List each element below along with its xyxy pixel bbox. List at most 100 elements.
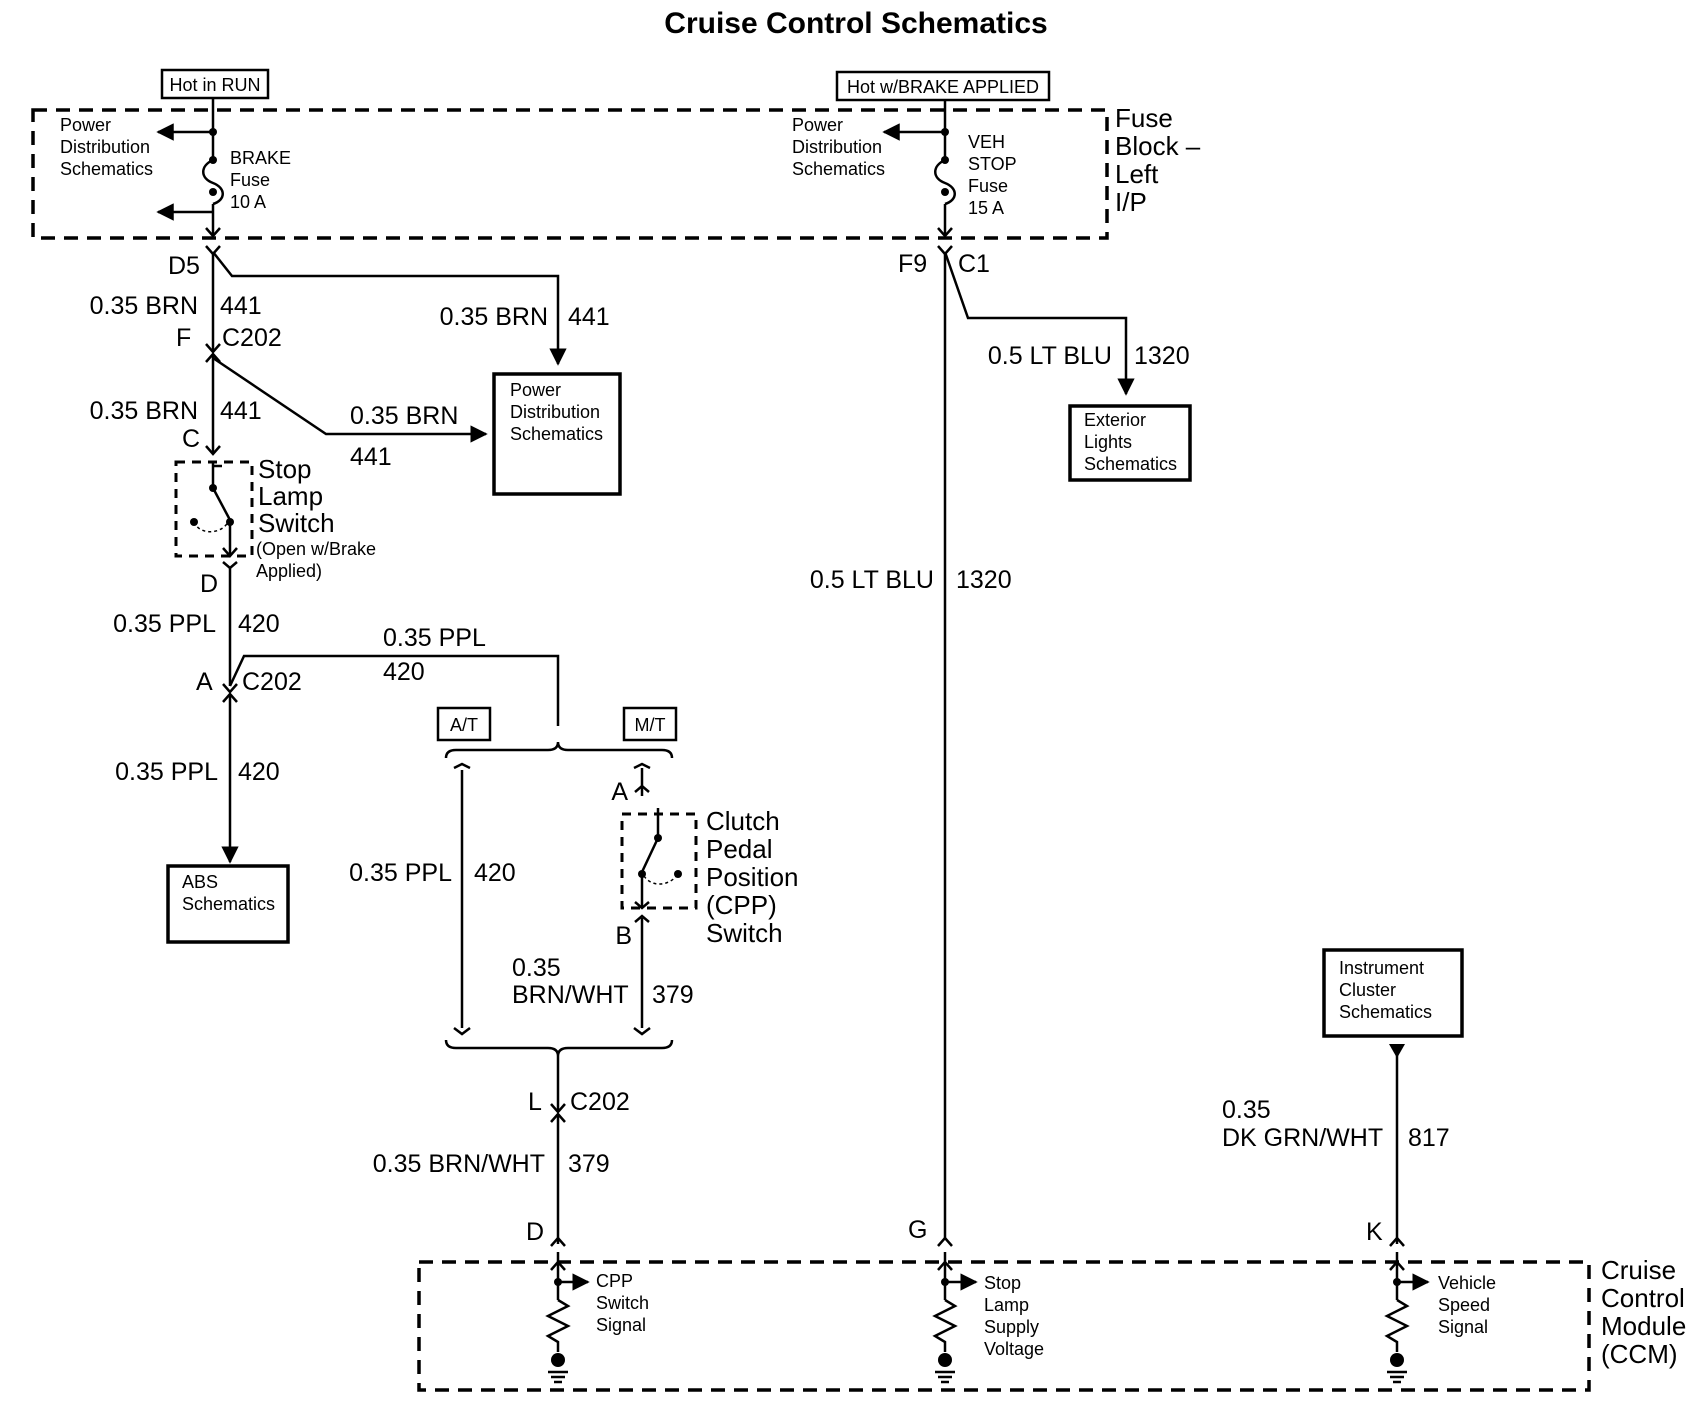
hot-brake-label: Hot w/BRAKE APPLIED [847,77,1039,97]
transmission-options: A/T M/T 0.35 PPL 420 A [349,706,678,1036]
instrument-cluster-3: Schematics [1339,1002,1432,1022]
fuse-block-label-4: I/P [1115,187,1147,217]
wire-w10-circuit: 379 [568,1150,610,1178]
power-distribution-box: Power Distribution Schematics [492,372,622,496]
ccm-stop-2: Lamp [984,1295,1029,1315]
fuse-block-label-3: Left [1115,159,1159,189]
ccm-stop-3: Supply [984,1317,1039,1337]
left-wiring: D5 0.35 BRN 441 0.35 BRN 441 F C202 0.35… [90,245,610,471]
wire-w1-circuit: 441 [220,292,262,320]
pd-right-2: Distribution [792,137,882,157]
stop-lamp-note-1: (Open w/Brake [256,539,376,559]
exterior-lights-box: Exterior Lights Schematics [1068,404,1192,482]
wire-w13-color-2: DK GRN/WHT [1222,1124,1383,1152]
connector-ccm-g: G [908,1216,927,1244]
ccm-cpp-1: CPP [596,1271,633,1291]
connector-ccm-k: K [1366,1218,1383,1246]
veh-stop-fuse-1: VEH [968,132,1005,152]
ccm-cpp-2: Switch [596,1293,649,1313]
ltblu-wiring: F9 C1 0.5 LT BLU 1320 0.5 LT BLU 1320 G [810,245,1190,1247]
wire-w7-color: 0.35 PPL [115,758,218,786]
cpp-switch: Clutch Pedal Position (CPP) Switch B 0.3… [444,806,799,1057]
wire-w12-color: 0.5 LT BLU [810,566,934,594]
exterior-lights-2: Lights [1084,432,1132,452]
ccm-stop-4: Voltage [984,1339,1044,1359]
connector-d: D [200,570,218,598]
connector-ccm-d: D [526,1218,544,1246]
mt-label: M/T [635,715,666,735]
wire-w6-color: 0.35 PPL [383,624,486,652]
exterior-lights-1: Exterior [1084,410,1146,430]
brake-fuse-3: 10 A [230,192,266,212]
veh-stop-fuse-2: STOP [968,154,1017,174]
ccm-vehicle-speed-input: Vehicle Speed Signal [1384,1252,1496,1384]
wire-w1-color: 0.35 BRN [90,292,198,320]
brnwht-wiring: L C202 0.35 BRN/WHT 379 D [373,1056,630,1247]
fuse-block-label-2: Block – [1115,131,1201,161]
fuse-block-left-ip: Fuse Block – Left I/P [31,103,1201,240]
ccm-speed-2: Speed [1438,1295,1490,1315]
wire-w2-circuit: 441 [568,303,610,331]
fuse-block-label-1: Fuse [1115,103,1173,133]
wire-w4-circuit: 441 [350,443,392,471]
instrument-cluster-1: Instrument [1339,958,1424,978]
connector-c1: C1 [958,250,990,278]
instrument-cluster-box: Instrument Cluster Schematics 0.35 DK GR… [1222,948,1464,1247]
connector-c202-c: C202 [570,1088,630,1116]
connector-l: L [528,1088,542,1116]
ccm-label-1: Cruise [1601,1255,1676,1285]
cruise-control-module: Cruise Control Module (CCM) CPP Switch S… [417,1252,1686,1392]
pd-right-1: Power [792,115,843,135]
ccm-cpp-input: CPP Switch Signal [545,1252,649,1384]
pd-left-1: Power [60,115,111,135]
hot-in-run-label: Hot in RUN [169,75,260,95]
hot-brake-tag: Hot w/BRAKE APPLIED [835,70,1051,102]
wire-w9-color-2: BRN/WHT [512,981,629,1009]
abs-box-1: ABS [182,872,218,892]
wire-w13-circuit: 817 [1408,1124,1450,1152]
connector-c: C [182,425,200,453]
wire-w3-color: 0.35 BRN [90,397,198,425]
hot-in-run-tag: Hot in RUN [160,68,270,100]
pd-left-2: Distribution [60,137,150,157]
pd-box-1: Power [510,380,561,400]
connector-c202-b: C202 [242,668,302,696]
cpp-switch-3: Position [706,862,799,892]
wire-w8-circuit: 420 [474,859,516,887]
cpp-switch-5: Switch [706,918,783,948]
wire-w11-circuit: 1320 [1134,342,1190,370]
connector-mt-a: A [611,778,628,806]
connector-d5: D5 [168,252,200,280]
wire-w13-color-1: 0.35 [1222,1096,1271,1124]
connector-f: F [176,324,191,352]
veh-stop-fuse-4: 15 A [968,198,1004,218]
ccm-stop-1: Stop [984,1273,1021,1293]
brake-fuse-1: BRAKE [230,148,291,168]
ccm-label-4: (CCM) [1601,1339,1678,1369]
wire-w6-circuit: 420 [383,658,425,686]
ccm-cpp-3: Signal [596,1315,646,1335]
ppl-wiring: D 0.35 PPL 420 0.35 PPL 420 A C202 0.35 … [113,568,560,864]
at-label: A/T [450,715,478,735]
abs-box-2: Schematics [182,894,275,914]
pd-right-3: Schematics [792,159,885,179]
wire-w2-color: 0.35 BRN [440,303,548,331]
pd-left-3: Schematics [60,159,153,179]
diagram-title: Cruise Control Schematics [664,7,1047,40]
wire-w9-circuit: 379 [652,981,694,1009]
stop-lamp-switch: Stop Lamp Switch (Open w/Brake Applied) [174,454,376,581]
wire-w3-circuit: 441 [220,397,262,425]
wire-w4-color: 0.35 BRN [350,402,458,430]
ccm-label-3: Module [1601,1311,1686,1341]
wire-w12-circuit: 1320 [956,566,1012,594]
ccm-speed-1: Vehicle [1438,1273,1496,1293]
wire-w8-color: 0.35 PPL [349,859,452,887]
stop-lamp-switch-3: Switch [258,508,335,538]
connector-a: A [196,668,213,696]
connector-c202-a: C202 [222,324,282,352]
brake-fuse: Power Distribution Schematics BRAKE Fuse… [60,98,291,238]
ccm-label-2: Control [1601,1283,1685,1313]
wire-w5-color: 0.35 PPL [113,610,216,638]
stop-lamp-switch-2: Lamp [258,481,323,511]
